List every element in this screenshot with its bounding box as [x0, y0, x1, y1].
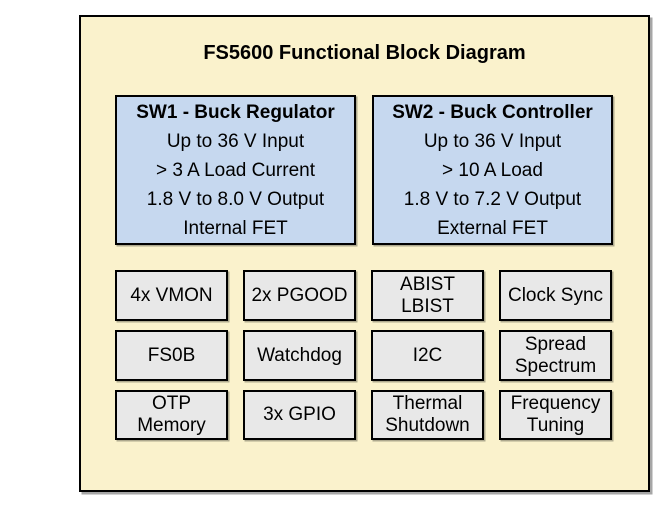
sw-block-title: SW2 - Buck Controller	[392, 101, 593, 123]
feature-block-label: Clock Sync	[507, 284, 604, 306]
sw-block-title: SW1 - Buck Regulator	[136, 101, 335, 123]
feature-block-label: Frequency Tuning	[510, 393, 601, 436]
feature-block-fs0b: FS0B	[115, 330, 228, 381]
sw-block-line: 1.8 V to 7.2 V Output	[403, 188, 582, 210]
feature-block-label: FS0B	[147, 344, 196, 366]
feature-block-watchdog: Watchdog	[243, 330, 356, 381]
feature-block-frequency-tuning: Frequency Tuning	[499, 390, 612, 440]
sw-block-line: > 3 A Load Current	[156, 159, 315, 181]
sw-block-line: 1.8 V to 8.0 V Output	[146, 188, 325, 210]
feature-block-otp-memory: OTP Memory	[115, 390, 228, 440]
sw2-buck-controller-block: SW2 - Buck Controller Up to 36 V Input >…	[372, 95, 613, 245]
sw-block-line: Up to 36 V Input	[166, 130, 305, 152]
feature-block-label: 2x PGOOD	[251, 284, 348, 306]
sw-block-line: Up to 36 V Input	[423, 130, 562, 152]
feature-block-label: 3x GPIO	[263, 404, 336, 425]
feature-block-label: OTP Memory	[137, 393, 206, 436]
feature-block-label: 4x VMON	[130, 284, 213, 306]
feature-block-clock-sync: Clock Sync	[499, 270, 612, 321]
feature-block-abist-lbist: ABIST LBIST	[371, 270, 484, 321]
sw-block-line: > 10 A Load	[442, 159, 543, 181]
feature-block-thermal-shutdown: Thermal Shutdown	[371, 390, 484, 440]
sw-block-line: Internal FET	[183, 217, 288, 239]
feature-block-label: Spread Spectrum	[514, 333, 597, 377]
feature-block-label: I2C	[412, 344, 443, 366]
diagram-title: FS5600 Functional Block Diagram	[203, 42, 526, 64]
sw1-buck-regulator-block: SW1 - Buck Regulator Up to 36 V Input > …	[115, 95, 356, 245]
feature-block-gpio: 3x GPIO	[243, 390, 356, 440]
feature-block-label: ABIST LBIST	[400, 273, 455, 317]
sw-block-line: External FET	[437, 217, 548, 239]
feature-block-label: Thermal Shutdown	[385, 393, 470, 436]
feature-block-i2c: I2C	[371, 330, 484, 381]
feature-block-vmon: 4x VMON	[115, 270, 228, 321]
feature-block-spread-spectrum: Spread Spectrum	[499, 330, 612, 381]
feature-block-pgood: 2x PGOOD	[243, 270, 356, 321]
feature-block-label: Watchdog	[257, 344, 342, 366]
